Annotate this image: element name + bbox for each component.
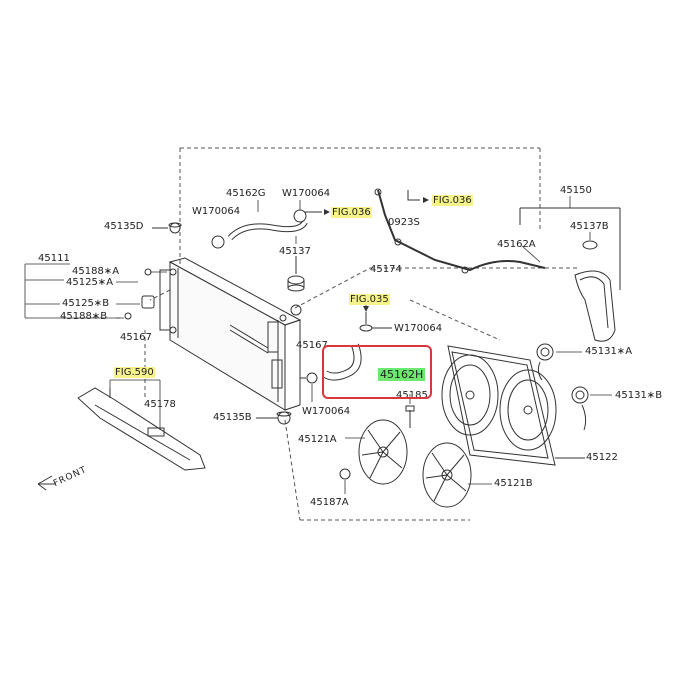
selected-part-callout (322, 345, 432, 399)
label-45162g: 45162G (226, 188, 266, 199)
label-45125-a: 45125∗A (66, 277, 114, 288)
label-45137: 45137 (279, 246, 311, 257)
label-45135d: 45135D (104, 221, 144, 232)
label-45125-b: 45125∗B (62, 298, 110, 309)
radiator-cover (77, 387, 206, 471)
arrows (324, 197, 429, 312)
label-45167-right: 45167 (296, 340, 328, 351)
label-0923s: 0923S (388, 217, 420, 228)
radiator-cap (287, 256, 305, 316)
label-fig035: FIG.035 (349, 294, 390, 305)
label-45185: 45185 (396, 390, 428, 401)
label-45167-left: 45167 (120, 332, 152, 343)
screws (339, 405, 415, 480)
label-45162a: 45162A (497, 239, 536, 250)
fan-b (422, 442, 472, 508)
label-45122: 45122 (586, 452, 618, 463)
label-45131-a: 45131∗A (585, 346, 633, 357)
lower-hose (300, 312, 392, 384)
label-fig036-tank: FIG.036 (432, 195, 473, 206)
label-45150: 45150 (560, 185, 592, 196)
label-w170064-upper-left: W170064 (192, 206, 241, 217)
label-45135b: 45135B (213, 412, 252, 423)
overflow-hose (374, 188, 546, 274)
label-45178: 45178 (144, 399, 176, 410)
label-w170064-lower: W170064 (302, 406, 351, 417)
fan-motors (536, 343, 589, 431)
label-w170064-cap: W170064 (394, 323, 443, 334)
coolant-tank (519, 207, 621, 342)
fan-shroud (441, 345, 585, 466)
radiator (159, 257, 302, 411)
label-fig590: FIG.590 (114, 367, 155, 378)
label-45174: 45174 (370, 264, 402, 275)
label-45111: 45111 (38, 253, 70, 264)
left-hardware (124, 222, 292, 425)
label-w170064-upper-right: W170064 (282, 188, 331, 199)
label-45188-a: 45188∗A (72, 266, 120, 277)
label-45137b: 45137B (570, 221, 609, 232)
label-45162h: 45162H (378, 368, 426, 381)
label-fig036-hose: FIG.036 (331, 207, 372, 218)
label-45187a: 45187A (310, 497, 349, 508)
label-45121a: 45121A (298, 434, 337, 445)
leader-lines (24, 196, 612, 494)
label-45188-b: 45188∗B (60, 311, 108, 322)
front-arrow (37, 475, 56, 491)
fan-a (358, 419, 408, 485)
label-45121b: 45121B (494, 478, 533, 489)
label-45131-b: 45131∗B (615, 390, 663, 401)
